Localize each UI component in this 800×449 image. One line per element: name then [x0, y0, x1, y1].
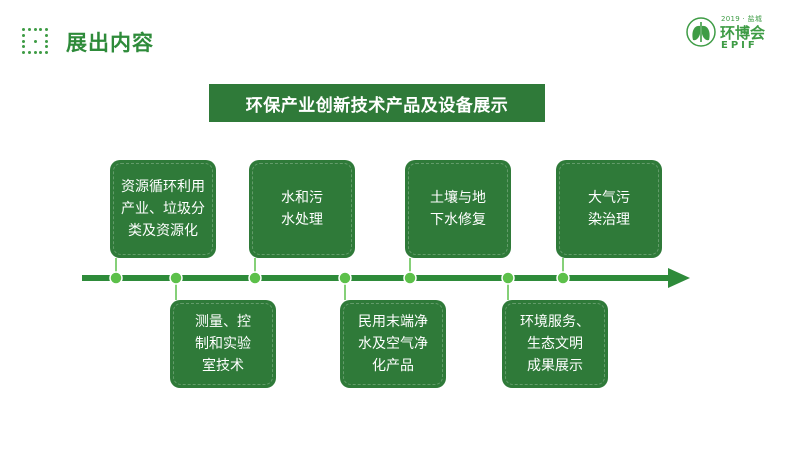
node-label: 测量、控 制和实验 室技术: [195, 314, 251, 374]
timeline-dot: [501, 271, 515, 285]
node-measurement-control: 测量、控 制和实验 室技术: [170, 300, 276, 388]
timeline-dot: [109, 271, 123, 285]
node-label: 水和污 水处理: [281, 190, 323, 228]
brand-logo: 2019 · 盐城 环博会 EPIF: [686, 12, 778, 52]
timeline-dot: [169, 271, 183, 285]
banner-text: 环保产业创新技术产品及设备展示: [245, 95, 509, 116]
brand-name: 环博会: [720, 24, 766, 42]
lungs-leaf-icon: [686, 17, 716, 47]
node-label: 环境服务、 生态文明 成果展示: [520, 314, 590, 374]
timeline-dot: [556, 271, 570, 285]
node-label: 大气污 染治理: [588, 190, 630, 228]
node-civil-purification: 民用末端净 水及空气净 化产品: [340, 300, 446, 388]
node-label: 土壤与地 下水修复: [430, 190, 486, 228]
node-air-pollution: 大气污 染治理: [556, 160, 662, 258]
node-water-treatment: 水和污 水处理: [249, 160, 355, 258]
node-label: 民用末端净 水及空气净 化产品: [358, 314, 428, 374]
brand-abbr: EPIF: [721, 40, 758, 51]
timeline-dot: [338, 271, 352, 285]
timeline-dot: [248, 271, 262, 285]
dotted-square-logo: [22, 28, 48, 54]
node-soil-groundwater: 土壤与地 下水修复: [405, 160, 511, 258]
brand-year: 2019 · 盐城: [721, 15, 763, 23]
section-title: 展出内容: [66, 31, 154, 55]
banner-title: 环保产业创新技术产品及设备展示: [209, 84, 545, 122]
node-environmental-services: 环境服务、 生态文明 成果展示: [502, 300, 608, 388]
timeline-dots: [109, 271, 570, 285]
timeline-dot: [403, 271, 417, 285]
node-resource-recycling: 资源循环利用 产业、垃圾分 类及资源化: [110, 160, 216, 258]
timeline-arrow-icon: [668, 268, 690, 288]
node-label: 资源循环利用 产业、垃圾分 类及资源化: [121, 179, 205, 239]
